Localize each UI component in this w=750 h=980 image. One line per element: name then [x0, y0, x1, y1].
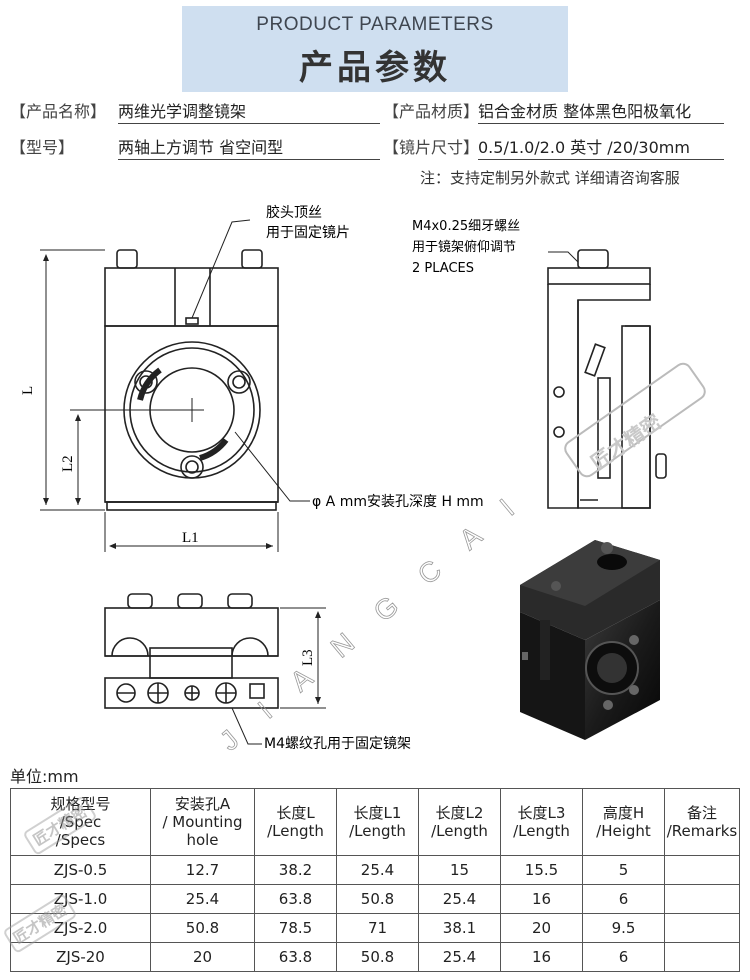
- cell-remarks: [664, 884, 740, 914]
- cell-mount-hole: 50.8: [150, 913, 255, 943]
- callout-m4-thread-hole: M4螺纹孔用于固定镜架: [264, 736, 411, 752]
- callout-glue-line1: 胶头顶丝: [266, 204, 322, 221]
- cell-height: 9.5: [582, 913, 665, 943]
- dim-label-L3: L3: [300, 649, 316, 666]
- product-render: [520, 540, 660, 740]
- dim-label-L1: L1: [182, 530, 199, 546]
- callout-m4-line2: 用于镜架俯仰调节: [412, 239, 516, 255]
- front-dimensions: [40, 219, 310, 552]
- stamp-watermark: [564, 362, 706, 478]
- cell-height: 6: [582, 884, 665, 914]
- param-lens-label: 【镜片尺寸】: [383, 138, 480, 157]
- custom-note: 注：支持定制另外款式 详细请咨询客服: [420, 169, 680, 187]
- header-length-L2: 长度L2/Length: [418, 788, 501, 856]
- param-model: 【型号】 两轴上方调节 省空间型: [10, 134, 380, 160]
- cell-mount-hole: 20: [150, 942, 255, 972]
- brand-watermark: J I A N G C A I: [214, 484, 531, 757]
- cell-L2: 25.4: [418, 884, 501, 914]
- cell-mount-hole: 25.4: [150, 884, 255, 914]
- cell-L: 38.2: [254, 855, 337, 885]
- param-lens-value: 0.5/1.0/2.0 英寸 /20/30mm: [478, 134, 724, 160]
- cell-L2: 15: [418, 855, 501, 885]
- cell-L3: 20: [500, 913, 583, 943]
- param-name-value: 两维光学调整镜架: [118, 98, 380, 124]
- dim-label-L: L: [20, 386, 36, 395]
- technical-drawing: L L2 L1 胶头顶丝 用于固定镜片 φ A mm安装孔深度 H mm M4x…: [20, 204, 706, 757]
- param-model-label: 【型号】: [10, 138, 75, 157]
- cell-remarks: [664, 942, 740, 972]
- header-remarks: 备注/Remarks: [664, 788, 740, 856]
- param-name: 【产品名称】 两维光学调整镜架: [10, 98, 380, 124]
- cell-L: 78.5: [254, 913, 337, 943]
- cell-spec: ZJS-1.0: [10, 884, 151, 914]
- banner-title-cn: 产品参数: [299, 48, 451, 88]
- cell-spec: ZJS-0.5: [10, 855, 151, 885]
- cell-L: 63.8: [254, 942, 337, 972]
- param-material: 【产品材质】 铝合金材质 整体黑色阳极氧化: [383, 98, 724, 124]
- top-view: [104, 593, 279, 709]
- cell-mount-hole: 12.7: [150, 855, 255, 885]
- param-material-value: 铝合金材质 整体黑色阳极氧化: [478, 98, 724, 124]
- header-length-L: 长度L/Length: [254, 788, 337, 856]
- callout-m4-line3: 2 PLACES: [412, 261, 474, 276]
- unit-label: 单位:mm: [10, 767, 79, 786]
- cell-L3: 16: [500, 942, 583, 972]
- cell-L2: 25.4: [418, 942, 501, 972]
- cell-spec: ZJS-20: [10, 942, 151, 972]
- side-view: [547, 249, 667, 509]
- cell-L: 63.8: [254, 884, 337, 914]
- param-model-value: 两轴上方调节 省空间型: [118, 134, 380, 160]
- param-name-label: 【产品名称】: [10, 102, 107, 121]
- header-length-L3: 长度L3/Length: [500, 788, 583, 856]
- cell-remarks: [664, 913, 740, 943]
- cell-L1: 50.8: [336, 884, 419, 914]
- param-lens: 【镜片尺寸】 0.5/1.0/2.0 英寸 /20/30mm: [383, 134, 724, 160]
- cell-L1: 25.4: [336, 855, 419, 885]
- cell-height: 6: [582, 942, 665, 972]
- cell-spec: ZJS-2.0: [10, 913, 151, 943]
- cell-L1: 71: [336, 913, 419, 943]
- cell-L3: 16: [500, 884, 583, 914]
- header-length-L1: 长度L1/Length: [336, 788, 419, 856]
- title-banner: PRODUCT PARAMETERS 产品参数: [182, 6, 568, 92]
- cell-L1: 50.8: [336, 942, 419, 972]
- callout-m4-line1: M4x0.25细牙螺丝: [412, 219, 520, 234]
- callout-mount-hole: φ A mm安装孔深度 H mm: [312, 494, 484, 510]
- dim-label-L2: L2: [60, 455, 76, 472]
- cell-L3: 15.5: [500, 855, 583, 885]
- header-height: 高度H/Height: [582, 788, 665, 856]
- callout-glue-line2: 用于固定镜片: [266, 225, 350, 241]
- param-material-label: 【产品材质】: [383, 102, 480, 121]
- banner-title-en: PRODUCT PARAMETERS: [256, 14, 494, 35]
- cell-height: 5: [582, 855, 665, 885]
- front-view: [104, 249, 279, 511]
- cell-remarks: [664, 855, 740, 885]
- cell-L2: 38.1: [418, 913, 501, 943]
